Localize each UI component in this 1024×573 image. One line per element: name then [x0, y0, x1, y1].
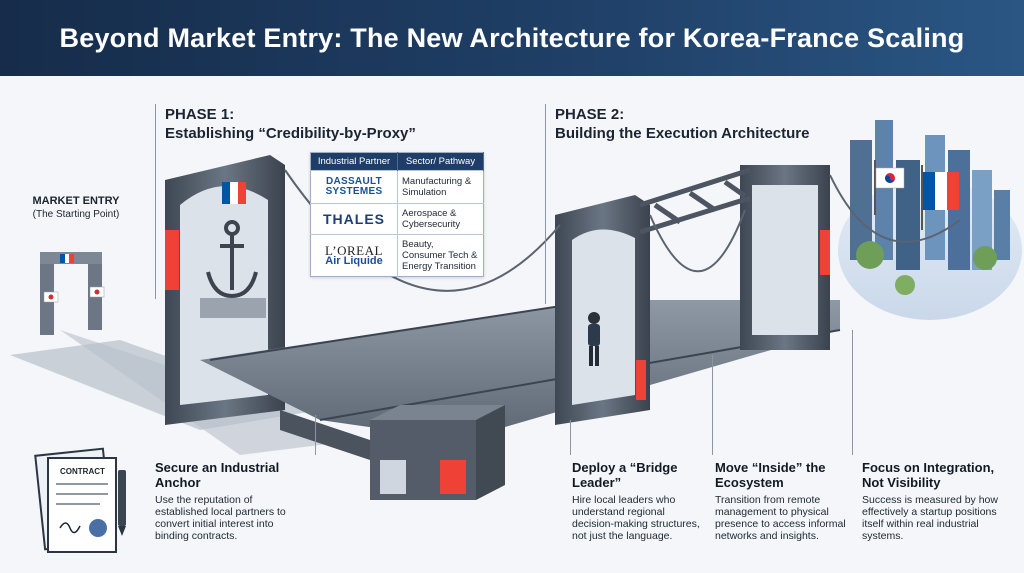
partner-table: Industrial Partner Sector/ Pathway DASSA… — [310, 152, 484, 277]
france-flag-city — [921, 165, 959, 230]
step1-title: Secure an Industrial Anchor — [155, 460, 280, 490]
anchor-icon — [206, 220, 258, 299]
step3-desc: Transition from remote management to phy… — [715, 494, 846, 542]
step4-connector — [852, 330, 853, 455]
market-entry-label: MARKET ENTRY (The Starting Point) — [22, 195, 130, 220]
truss-frame — [639, 167, 751, 235]
step3-connector — [712, 355, 713, 455]
table-row: L’OREAL Air Liquide Beauty, Consumer Tec… — [310, 234, 484, 277]
phase2-label: PHASE 2: — [555, 106, 625, 123]
step4-title: Focus on Integration, Not Visibility — [862, 460, 995, 490]
thales-logo: THALES — [310, 203, 398, 235]
bridge-leader-figure — [588, 312, 600, 366]
phase1-title: Establishing “Credibility-by-Proxy” — [165, 125, 416, 142]
sector-cell: Aerospace & Cybersecurity — [397, 203, 484, 235]
phase2-heading: PHASE 2: Building the Execution Architec… — [555, 106, 809, 142]
junction-block — [370, 405, 505, 500]
dassault-logo: DASSAULT SYSTEMES — [310, 170, 398, 204]
header-banner: Beyond Market Entry: The New Architectur… — [0, 0, 1024, 76]
step1-desc: Use the reputation of established local … — [155, 494, 286, 542]
step2-title: Deploy a “Bridge Leader” — [572, 460, 678, 490]
table-row: DASSAULT SYSTEMES Manufacturing & Simula… — [310, 170, 484, 204]
partner-col-header: Industrial Partner — [310, 152, 398, 171]
execution-gate — [555, 165, 830, 425]
sector-cell: Beauty, Consumer Tech & Energy Transitio… — [397, 234, 484, 277]
phase2-title: Building the Execution Architecture — [555, 125, 810, 142]
page-title: Beyond Market Entry: The New Architectur… — [59, 22, 965, 53]
market-entry-subtitle: (The Starting Point) — [32, 209, 120, 220]
city-skyline — [838, 120, 1022, 320]
bridge-illustration: CONTRACT — [10, 120, 1022, 553]
step2-connector — [570, 420, 571, 455]
phase1-heading: PHASE 1: Establishing “Credibility-by-Pr… — [165, 106, 416, 142]
table-row: THALES Aerospace & Cybersecurity — [310, 203, 484, 235]
step4-desc: Success is measured by how effectively a… — [862, 494, 998, 542]
sector-cell: Manufacturing & Simulation — [397, 170, 484, 204]
step3-title: Move “Inside” the Ecosystem — [715, 460, 826, 490]
loreal-airliquide-logos: L’OREAL Air Liquide — [310, 234, 398, 277]
phase1-divider — [155, 104, 156, 299]
phase1-label: PHASE 1: — [165, 106, 235, 123]
market-entry-title: MARKET ENTRY — [32, 195, 120, 207]
step2-desc: Hire local leaders who understand region… — [572, 494, 700, 542]
phase2-divider — [545, 104, 546, 304]
contract-label: CONTRACT — [60, 467, 105, 476]
step1-connector — [315, 415, 316, 455]
korea-flag-city — [874, 160, 905, 215]
sector-col-header: Sector/ Pathway — [397, 152, 484, 171]
contract-icon: CONTRACT — [34, 447, 126, 553]
